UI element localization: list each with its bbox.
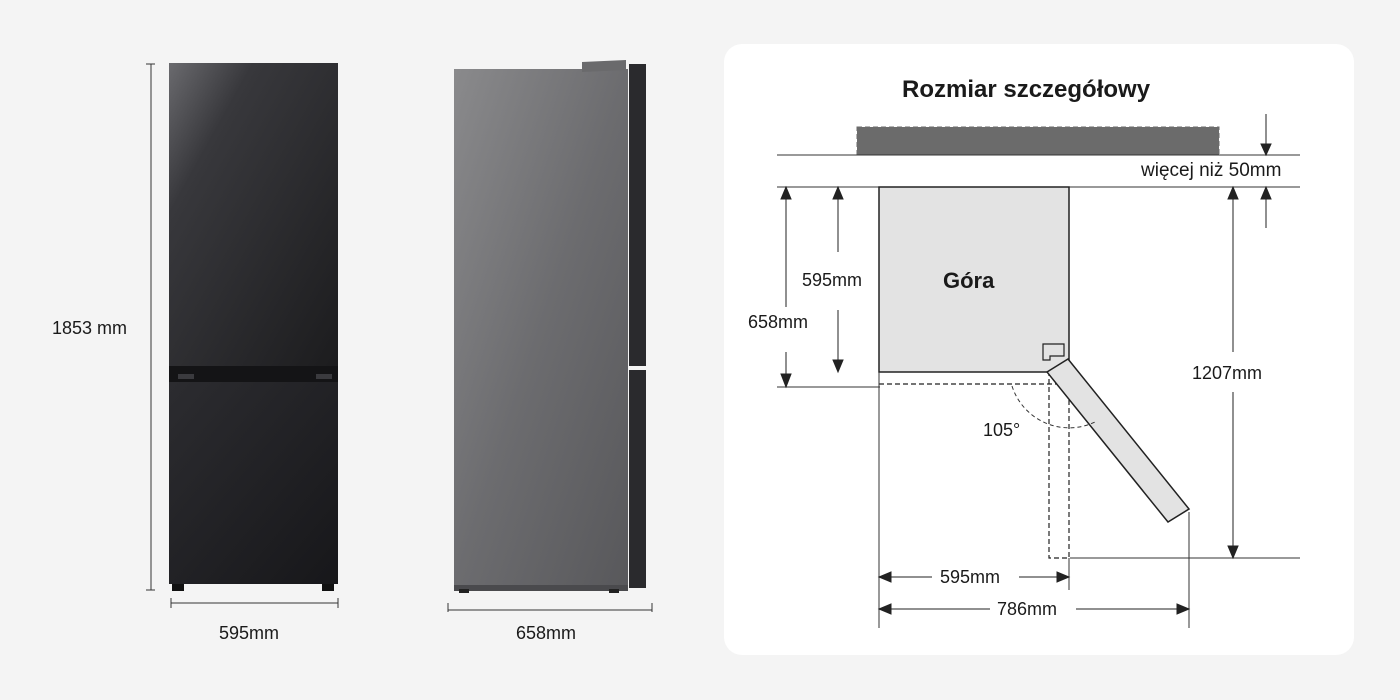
side-upper-door <box>629 64 646 366</box>
angle-arc <box>1011 385 1096 429</box>
body-depth-dimension <box>832 185 844 374</box>
total-depth-dimension <box>780 185 792 389</box>
detail-panel-title: Rozmiar szczegółowy <box>902 76 1151 103</box>
body-width-dimension <box>877 571 1071 583</box>
fridge-side-view <box>454 60 646 593</box>
fridge-upper-door <box>169 63 338 366</box>
hinge-icon <box>1042 343 1065 361</box>
door-open-depth-dimension <box>1227 185 1239 560</box>
clearance-label: więcej niż 50mm <box>1141 160 1282 181</box>
body-depth-label: 595mm <box>802 270 863 290</box>
side-depth-dimension <box>447 603 653 612</box>
front-width-dimension <box>170 598 339 608</box>
body-width-label: 595mm <box>940 567 1001 587</box>
open-width-label: 786mm <box>997 599 1058 619</box>
door-closed-outline <box>1048 371 1070 559</box>
open-width-dimension <box>877 603 1191 615</box>
front-height-dimension <box>146 63 155 591</box>
front-height-label: 1853 mm <box>52 318 128 338</box>
fridge-top-block <box>878 186 1070 373</box>
side-depth-label: 658mm <box>516 623 577 643</box>
total-depth-label: 658mm <box>748 312 809 332</box>
fridge-front-view <box>169 63 338 591</box>
clearance-arrows <box>1260 114 1272 228</box>
open-door <box>1045 358 1191 523</box>
front-width-label: 595mm <box>219 623 280 643</box>
fridge-lower-door <box>169 382 338 584</box>
wall-block <box>856 126 1220 156</box>
door-angle-label: 105° <box>983 420 1021 440</box>
top-view-label: Góra <box>943 268 995 293</box>
fridge-handle-strip <box>169 366 338 382</box>
fridge-side-body <box>454 69 628 589</box>
side-lower-door <box>629 370 646 588</box>
door-open-depth-label: 1207mm <box>1192 363 1263 383</box>
